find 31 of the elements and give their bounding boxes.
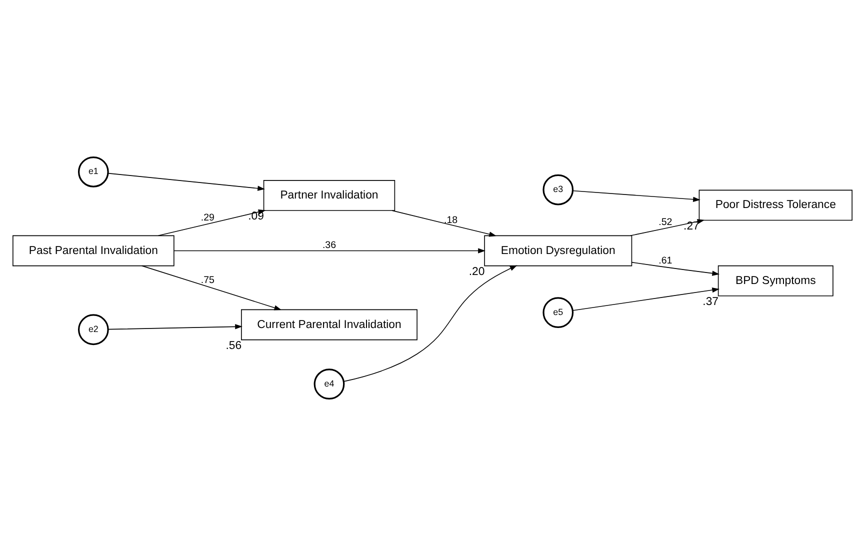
node-box: Partner Invalidation xyxy=(263,180,396,210)
node-circle: e5 xyxy=(542,296,574,328)
arrow xyxy=(344,264,518,382)
node-box: Current Parental Invalidation xyxy=(241,308,418,340)
node-box: Emotion Dysregulation xyxy=(484,234,632,266)
edge-label: .75 xyxy=(200,274,214,286)
node-label: .56 xyxy=(226,339,242,352)
arrow xyxy=(158,208,266,236)
edge-label: .29 xyxy=(200,212,214,223)
node-label: .20 xyxy=(468,265,485,278)
arrow xyxy=(630,218,705,236)
arrow xyxy=(174,248,486,253)
node-circle: e3 xyxy=(542,174,574,205)
node-label: .37 xyxy=(702,295,718,308)
node-circle: e1 xyxy=(78,156,109,187)
arrow xyxy=(142,264,282,310)
node-circle: e4 xyxy=(314,368,345,400)
edge-label: .36 xyxy=(322,239,336,250)
arrow xyxy=(108,324,242,330)
arrow xyxy=(631,261,720,276)
node-box: BPD Symptoms xyxy=(718,264,834,296)
arrow xyxy=(108,172,265,190)
node-box: Past Parental Invalidation xyxy=(12,234,174,266)
edge-label: .18 xyxy=(444,214,458,226)
arrow xyxy=(392,210,496,236)
edge-label: .52 xyxy=(658,216,672,228)
arrow xyxy=(572,190,700,202)
arrow xyxy=(572,287,720,310)
node-circle: e2 xyxy=(78,314,109,345)
node-box: Poor Distress Tolerance xyxy=(698,189,852,220)
edge-label: .61 xyxy=(658,254,672,266)
